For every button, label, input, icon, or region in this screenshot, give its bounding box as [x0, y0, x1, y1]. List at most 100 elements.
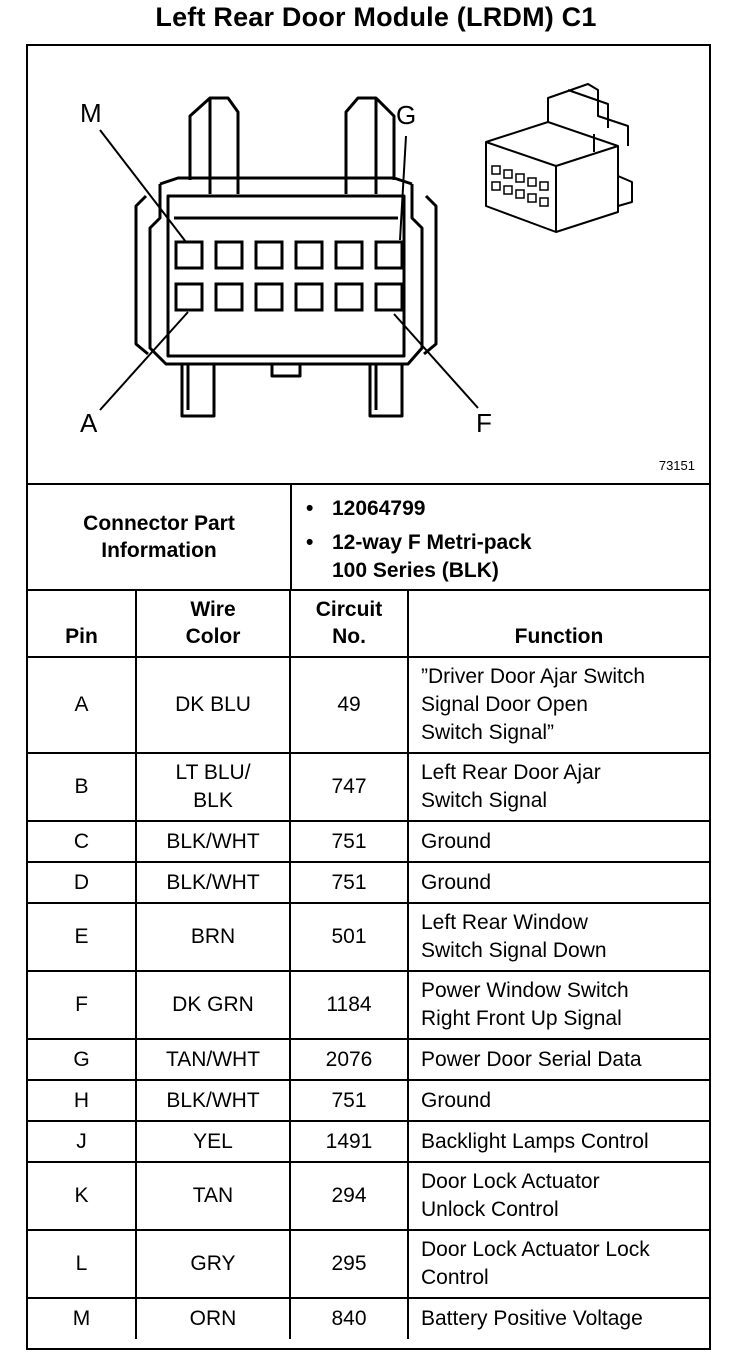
function-line: ”Driver Door Ajar Switch — [421, 665, 646, 688]
circuit-cell: 294 — [289, 1161, 409, 1231]
circuit-cell: 1491 — [289, 1120, 409, 1163]
function-line: Door Lock Actuator Lock — [421, 1238, 650, 1261]
function-line: Switch Signal” — [421, 721, 555, 744]
function-line: Left Rear Door Ajar — [421, 761, 601, 784]
function-cell: Power Door Serial Data — [407, 1038, 709, 1081]
function-line: Backlight Lamps Control — [421, 1129, 649, 1153]
header-wire-color-line2: Color — [185, 625, 241, 648]
part-number: 12064799 — [332, 497, 426, 520]
wire-color-line: LT BLU/ — [175, 761, 251, 784]
wire-color-cell: YEL — [135, 1120, 291, 1163]
pin-label-g: G — [396, 100, 417, 130]
circuit-cell: 1184 — [289, 970, 409, 1040]
function-line: Ground — [421, 829, 492, 853]
function-line: Door Lock Actuator — [421, 1170, 600, 1193]
header-circuit: Circuit No. — [289, 589, 409, 658]
connector-details: • 12064799 • 12-way F Metri-pack 100 Ser… — [292, 495, 702, 591]
function-line: Right Front Up Signal — [421, 1007, 622, 1030]
connector-diagram: M G A F 73151 — [28, 46, 709, 485]
connector-sheet: M G A F 73151 Connector Part Information… — [26, 44, 711, 1350]
header-circuit-line2: No. — [332, 625, 366, 648]
wire-color-line: ORN — [189, 1307, 237, 1330]
wire-color-cell: TAN/WHT — [135, 1038, 291, 1081]
connector-part-info: Connector Part Information • 12064799 • … — [28, 485, 709, 591]
pin-cell: C — [28, 820, 137, 863]
pin-table: Pin Wire Color Circuit No. Function A DK … — [28, 589, 709, 1339]
function-cell: Ground — [407, 1079, 709, 1122]
wire-color-line: BLK/WHT — [166, 1088, 260, 1112]
circuit-cell: 751 — [289, 820, 409, 863]
connector-label-line1: Connector Part — [83, 512, 235, 535]
header-function: Function — [407, 589, 709, 658]
wire-color-cell: ORN — [135, 1297, 291, 1339]
wire-color-line: TAN/WHT — [165, 1047, 261, 1071]
wire-color-cell: DK BLU — [135, 656, 291, 754]
function-cell: Ground — [407, 861, 709, 904]
wire-color-cell: DK GRN — [135, 970, 291, 1040]
connector-type-item: • 12-way F Metri-pack 100 Series (BLK) — [292, 529, 702, 585]
circuit-cell: 49 — [289, 656, 409, 754]
wire-color-cell: BRN — [135, 902, 291, 972]
circuit-cell: 840 — [289, 1297, 409, 1339]
function-line: Signal Door Open — [421, 693, 588, 716]
wire-color-cell: LT BLU/BLK — [135, 752, 291, 822]
pin-cell: E — [28, 902, 137, 972]
table-header-row: Pin Wire Color Circuit No. Function — [28, 589, 709, 658]
bullet: • — [306, 531, 314, 554]
function-cell: Battery Positive Voltage — [407, 1297, 709, 1339]
page-title: Left Rear Door Module (LRDM) C1 — [155, 2, 597, 32]
pin-cell: L — [28, 1229, 137, 1299]
function-line: Ground — [421, 1088, 492, 1112]
part-number-item: • 12064799 — [292, 495, 702, 523]
pin-cell: J — [28, 1120, 137, 1163]
wire-color-line: BLK — [193, 789, 233, 812]
wire-color-line: TAN — [192, 1184, 234, 1207]
circuit-cell: 751 — [289, 1079, 409, 1122]
connector-type-line1: 12-way F Metri-pack — [332, 531, 532, 554]
circuit-cell: 747 — [289, 752, 409, 822]
wire-color-line: BLK/WHT — [166, 829, 260, 853]
table-row: C BLK/WHT 751 Ground — [28, 820, 709, 863]
wire-color-line: BLK/WHT — [166, 870, 260, 894]
function-line: Battery Positive Voltage — [421, 1307, 643, 1330]
wire-color-line: BRN — [190, 925, 236, 948]
header-wire-color-line1: Wire — [190, 598, 236, 621]
function-cell: Backlight Lamps Control — [407, 1120, 709, 1163]
pin-label-f: F — [476, 408, 492, 438]
wire-color-line: YEL — [193, 1129, 233, 1153]
circuit-cell: 295 — [289, 1229, 409, 1299]
wire-color-line: DK BLU — [175, 693, 251, 716]
pin-cell: K — [28, 1161, 137, 1231]
pin-cell: B — [28, 752, 137, 822]
function-line: Ground — [421, 870, 492, 894]
bullet: • — [306, 497, 314, 520]
function-cell: Ground — [407, 820, 709, 863]
connector-part-label: Connector Part Information — [28, 485, 292, 589]
function-line: Switch Signal — [421, 789, 548, 812]
header-pin: Pin — [28, 589, 137, 658]
function-line: Control — [421, 1266, 489, 1289]
pin-cell: A — [28, 656, 137, 754]
connector-face-drawing — [99, 83, 633, 418]
header-wire-color: Wire Color — [135, 589, 291, 658]
function-line: Power Window Switch — [421, 979, 629, 1002]
wire-color-line: DK GRN — [172, 993, 254, 1016]
function-line: Switch Signal Down — [421, 939, 607, 962]
connector-label-line2: Information — [101, 539, 217, 562]
connector-type-line2: 100 Series (BLK) — [332, 559, 499, 582]
